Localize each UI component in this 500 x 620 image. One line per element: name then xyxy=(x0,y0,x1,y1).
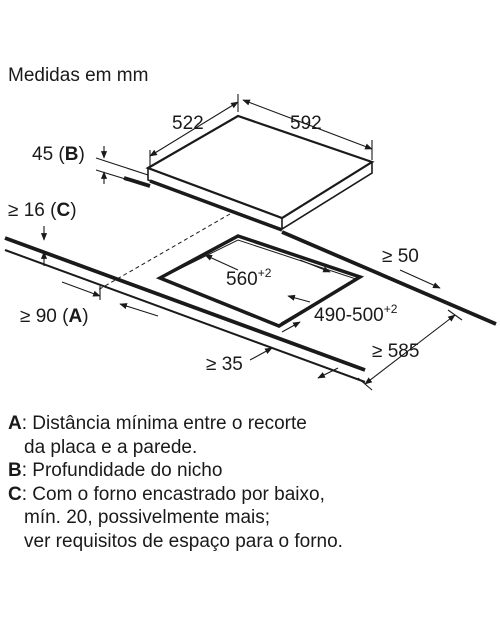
legend-line: da placa e a parede. xyxy=(8,436,494,460)
legend-key: A xyxy=(8,413,22,434)
dim-right-min: ≥ 585 xyxy=(372,341,419,362)
dim-width-left: 522 xyxy=(172,113,204,134)
legend-line: ver requisitos de espaço para o forno. xyxy=(8,530,494,554)
dimension-lines xyxy=(40,94,463,391)
legend-text: mín. 20, possivelmente mais; xyxy=(24,507,271,528)
dim-front-min: ≥ 35 xyxy=(206,354,243,375)
legend-key: C xyxy=(8,483,22,505)
installation-diagram: Medidas em mm xyxy=(4,65,497,391)
legend-line: A: Distância mínima entre o recorte xyxy=(8,412,494,436)
units-caption: Medidas em mm xyxy=(8,65,148,86)
legend-line: C: Com o forno encastrado por baixo, xyxy=(8,483,494,507)
dim-a: ≥ 90 (A) xyxy=(20,306,89,327)
legend-line: mín. 20, possivelmente mais; xyxy=(8,506,494,530)
dim-cutout-depth: 490-500+2 xyxy=(314,302,398,326)
legend-key: B xyxy=(8,460,22,481)
legend-indent xyxy=(8,506,24,530)
dim-back-min: ≥ 50 xyxy=(382,246,419,267)
dim-cutout-width: 560+2 xyxy=(226,266,272,290)
countertop xyxy=(4,176,497,383)
legend-text: ver requisitos de espaço para o forno. xyxy=(24,530,343,552)
legend-indent xyxy=(8,530,24,554)
legend-text: : Com o forno encastrado por baixo, xyxy=(21,483,325,505)
legend-text: : Distância mínima entre o recorte xyxy=(21,413,307,434)
legend-text: : Profundidade do nicho xyxy=(21,460,223,481)
legend-text: da placa e a parede. xyxy=(24,436,198,458)
cutout xyxy=(155,234,365,328)
dim-c: ≥ 16 (C) xyxy=(8,200,77,221)
legend-line: B: Profundidade do nicho xyxy=(8,459,494,483)
legend-indent xyxy=(8,436,24,460)
projection-line xyxy=(97,213,231,291)
dim-width-right: 592 xyxy=(290,113,322,134)
dim-depth-b: 45 (B) xyxy=(32,144,85,165)
